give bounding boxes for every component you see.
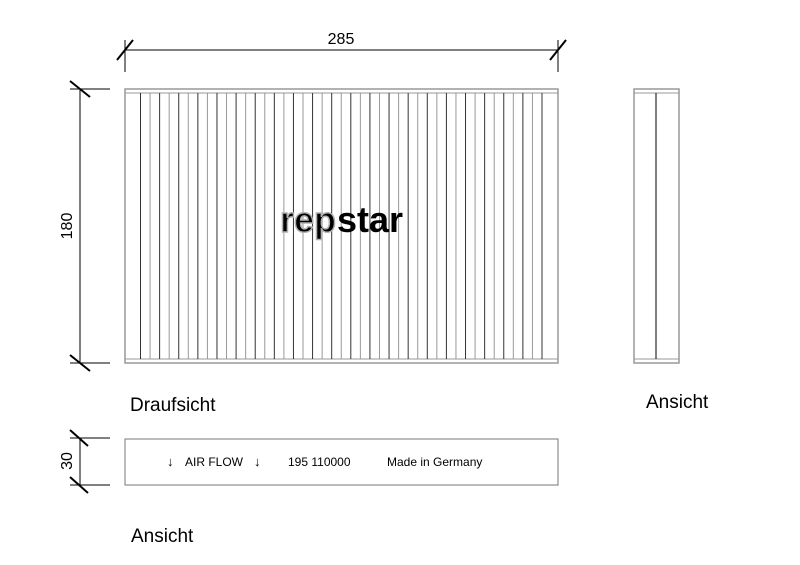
watermark-star: star	[337, 199, 403, 240]
top-view: rep star	[124, 88, 559, 364]
watermark-rep: rep	[280, 199, 336, 240]
front-view-label: Ansicht	[131, 526, 194, 547]
repstar-watermark-logo: rep star	[279, 198, 403, 241]
part-number: 195 110000	[288, 455, 351, 469]
height-value: 180	[59, 213, 76, 240]
airflow-arrow-icon-left: ↓	[167, 454, 174, 469]
origin-label: Made in Germany	[387, 455, 482, 469]
width-dimension	[116, 39, 567, 72]
depth-dimension	[69, 429, 110, 494]
front-view: ↓ AIR FLOW ↓ 195 110000 Made in Germany	[124, 438, 559, 486]
side-view	[633, 88, 680, 364]
pleat-lines	[140, 93, 543, 359]
side-view-label: Ansicht	[646, 392, 709, 413]
width-value: 285	[328, 31, 355, 48]
depth-value: 30	[59, 452, 76, 470]
airflow-label: AIR FLOW	[185, 455, 244, 469]
airflow-arrow-icon-right: ↓	[254, 454, 261, 469]
top-view-label: Draufsicht	[130, 395, 216, 416]
height-dimension	[69, 80, 110, 372]
